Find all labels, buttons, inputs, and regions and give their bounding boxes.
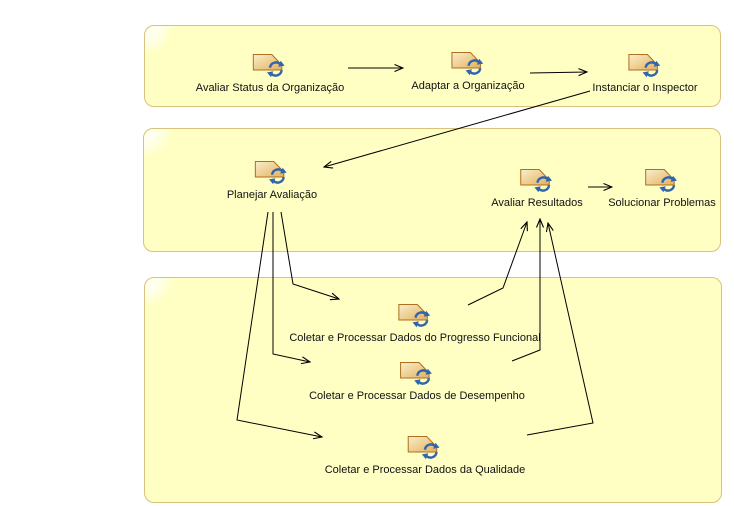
task-label: Planejar Avaliação: [226, 189, 318, 201]
task-label: Avaliar Status da Organização: [195, 82, 345, 94]
arrow-planejar-to-coletar-progresso: [280, 211, 339, 299]
arrow-coletar-progresso-to-avaliar-resultados: [467, 222, 527, 306]
task-label: Adaptar a Organização: [411, 80, 525, 92]
task-adaptar[interactable]: Adaptar a Organização: [411, 50, 525, 92]
task-label: Coletar e Processar Dados da Qualidade: [324, 464, 526, 476]
phase-container-bottom: [144, 277, 722, 503]
task-label: Instanciar o Inspector: [592, 82, 698, 94]
task-document-sync-icon: [397, 304, 430, 328]
phase-container-middle: [143, 128, 721, 252]
task-avaliar-resultados[interactable]: Avaliar Resultados: [491, 167, 583, 209]
task-coletar-qualidade[interactable]: Coletar e Processar Dados da Qualidade: [324, 434, 526, 476]
arrow-adaptar-to-instanciar: [529, 72, 587, 73]
task-document-sync-icon: [255, 161, 287, 185]
arrow-planejar-to-coletar-desempenho: [272, 212, 310, 362]
task-solucionar[interactable]: Solucionar Problemas: [608, 167, 716, 209]
task-document-sync-icon: [400, 362, 432, 386]
arrow-instanciar-to-planejar: [324, 90, 591, 167]
task-document-sync-icon: [450, 52, 483, 76]
arrow-planejar-to-coletar-qualidade: [236, 211, 322, 437]
task-instanciar[interactable]: Instanciar o Inspector: [592, 52, 698, 94]
arrow-coletar-qualidade-to-avaliar-resultados: [526, 223, 594, 436]
task-coletar-desempenho[interactable]: Coletar e Processar Dados de Desempenho: [309, 360, 525, 402]
task-document-sync-icon: [408, 436, 440, 460]
task-document-sync-icon: [519, 169, 552, 193]
task-document-sync-icon: [252, 54, 285, 78]
task-label: Solucionar Problemas: [608, 197, 716, 209]
task-planejar[interactable]: Planejar Avaliação: [227, 159, 317, 201]
arrow-coletar-desempenho-to-avaliar-resultados: [511, 219, 540, 362]
phase-container-top: [144, 25, 721, 107]
task-label: Avaliar Resultados: [491, 197, 583, 209]
task-document-sync-icon: [627, 54, 660, 78]
task-label: Coletar e Processar Dados de Desempenho: [309, 390, 525, 402]
task-avaliar-status[interactable]: Avaliar Status da Organização: [196, 52, 344, 94]
task-coletar-progresso[interactable]: Coletar e Processar Dados do Progresso F…: [289, 302, 541, 344]
task-document-sync-icon: [645, 169, 677, 193]
task-label: Coletar e Processar Dados do Progresso F…: [289, 332, 541, 344]
